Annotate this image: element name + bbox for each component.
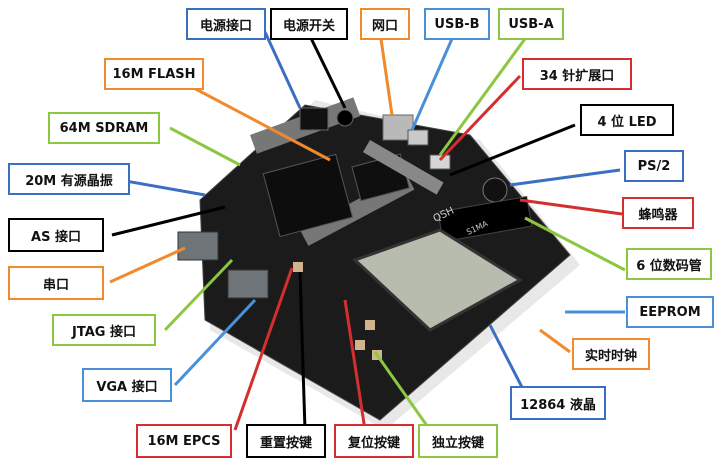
callout-buzzer: 蜂鸣器	[622, 197, 694, 229]
callout-usb-a: USB-A	[498, 8, 564, 40]
callout-ethernet-port: 网口	[360, 8, 410, 40]
vga-part	[227, 269, 269, 299]
callout-sdram-64m: 64M SDRAM	[48, 112, 160, 144]
fpga-chip	[262, 153, 354, 238]
usb-b-part	[407, 129, 429, 146]
serial-part	[177, 231, 219, 261]
buzzer-part	[482, 177, 508, 203]
callout-power-switch: 电源开关	[270, 8, 348, 40]
callout-vga: VGA 接口	[82, 368, 172, 402]
usb-a-part	[429, 154, 451, 170]
callout-lcd12864: 12864 液晶	[510, 386, 606, 420]
key-part-1	[293, 262, 303, 272]
lcd-12864-part	[352, 228, 523, 332]
callout-rtc: 实时时钟	[572, 338, 650, 370]
header-34pin-part	[363, 140, 444, 195]
callout-led-4bit: 4 位 LED	[580, 104, 674, 136]
callout-as-interface: AS 接口	[8, 218, 104, 252]
callout-indep-keys: 独立按键	[418, 424, 498, 458]
callout-eeprom: EEPROM	[626, 296, 714, 328]
key-part-2	[355, 340, 365, 350]
power-jack-part	[299, 107, 329, 131]
power-switch-part	[336, 109, 354, 127]
seven-seg-part	[437, 195, 533, 243]
callout-header-34pin: 34 针扩展口	[522, 58, 632, 90]
callout-oscillator-20m: 20M 有源晶振	[8, 163, 130, 195]
callout-serial-port: 串口	[8, 266, 104, 300]
callout-reset-key: 重置按键	[246, 424, 326, 458]
leader-lines	[109, 31, 626, 431]
callout-seg-display: 6 位数码管	[626, 248, 712, 280]
callout-usb-b: USB-B	[424, 8, 490, 40]
callout-restore-key: 复位按键	[334, 424, 414, 458]
callout-power-jack: 电源接口	[186, 8, 266, 40]
callout-flash-16m: 16M FLASH	[104, 58, 204, 90]
callout-epcs-16m: 16M EPCS	[136, 424, 232, 458]
callout-jtag: JTAG 接口	[52, 314, 156, 346]
callout-ps2: PS/2	[624, 150, 684, 182]
key-part-4	[365, 320, 375, 330]
